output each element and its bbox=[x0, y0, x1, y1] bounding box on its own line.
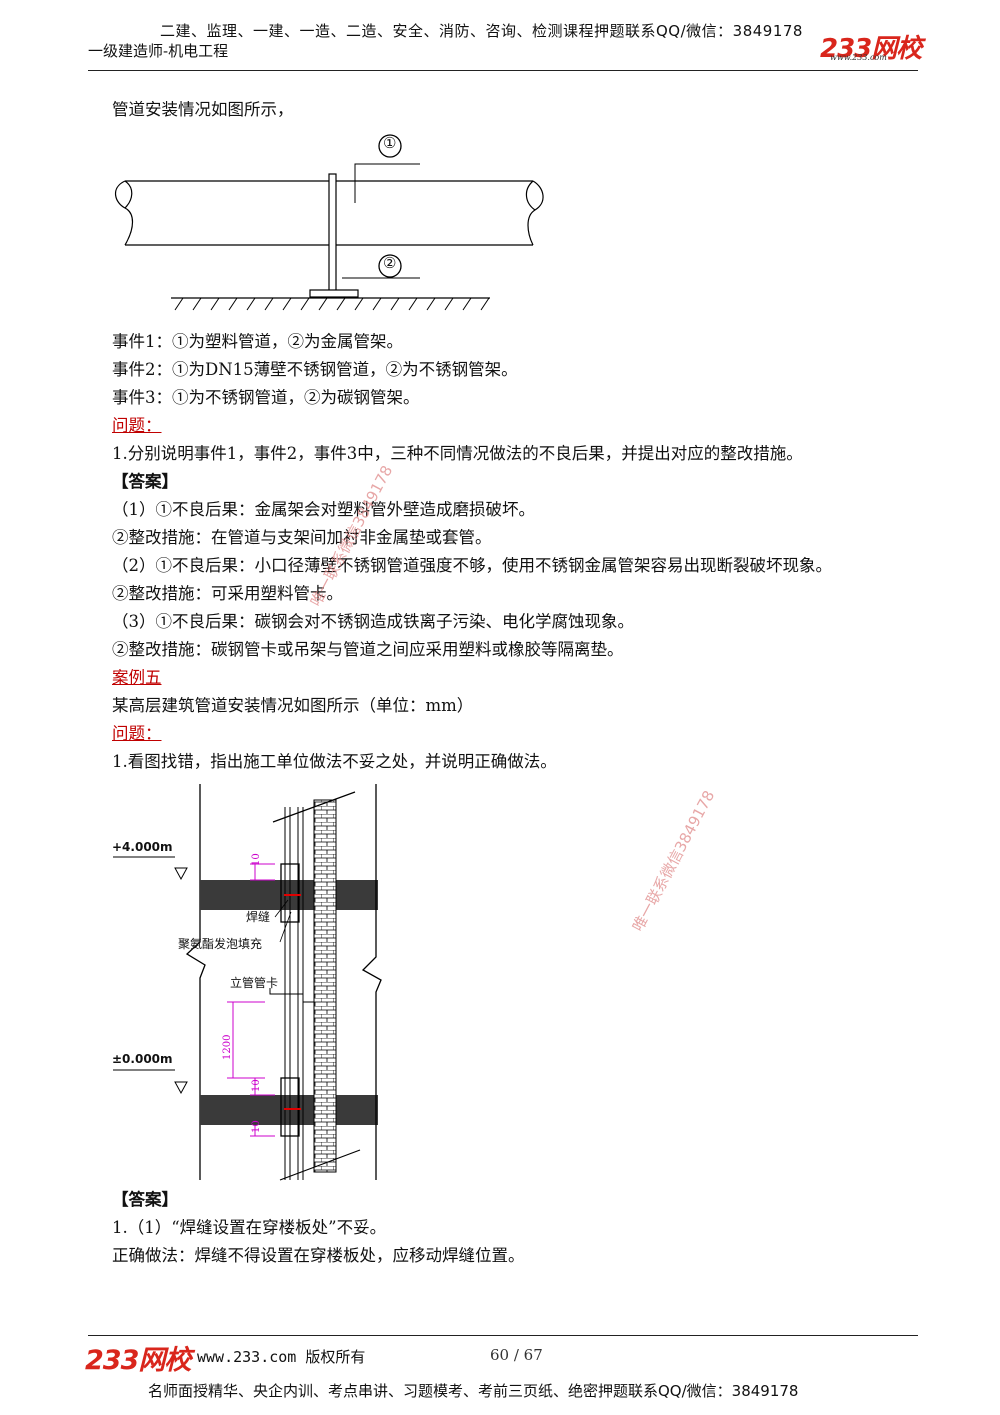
brand-logo-url: www.233.com bbox=[830, 53, 887, 62]
figure1-label-2: ② bbox=[383, 254, 397, 272]
answer-1-line-1: （1）①不良后果：金属架会对塑料管外壁造成磨损破坏。 bbox=[112, 500, 535, 519]
pipe-break-right bbox=[505, 180, 544, 246]
answer-heading-1: 【答案】 bbox=[112, 472, 178, 491]
watermark-2: 唯一联系微信3849178 bbox=[628, 787, 719, 935]
dim-1200: 1200 bbox=[222, 1034, 233, 1060]
riser-clamp-label: 立管管卡 bbox=[230, 976, 279, 990]
case-heading: 案例五 bbox=[112, 668, 162, 687]
footer-logo: 233网校 bbox=[85, 1345, 191, 1376]
question-heading-1: 问题： bbox=[112, 416, 162, 435]
riser-pipe-figure bbox=[113, 784, 382, 1181]
event-1: 事件1：①为塑料管道，②为金属管架。 bbox=[112, 332, 403, 351]
foam-fill-label: 聚氨酯发泡填充 bbox=[178, 937, 263, 951]
event-2: 事件2：①为DN15薄壁不锈钢管道，②为不锈钢管架。 bbox=[112, 360, 518, 379]
intro-text: 管道安装情况如图所示， bbox=[112, 100, 294, 119]
answer-1-line-2: ②整改措施：在管道与支架间加衬非金属垫或套管。 bbox=[112, 528, 492, 547]
brand-logo: 233网校 bbox=[820, 34, 922, 64]
answer-2-line-1: 1.（1）“焊缝设置在穿楼板处”不妥。 bbox=[112, 1218, 387, 1237]
question-heading-2: 问题： bbox=[112, 724, 162, 743]
footer-promo: 名师面授精华、央企内训、考点串讲、习题模考、考前三页纸、绝密押题联系QQ/微信：… bbox=[148, 1382, 799, 1400]
answer-1-line-6: ②整改措施：碳钢管卡或吊架与管道之间应采用塑料或橡胶等隔离垫。 bbox=[112, 640, 624, 659]
answer-1-line-4: ②整改措施：可采用塑料管卡。 bbox=[112, 584, 343, 603]
answer-1-line-3: （2）①不良后果：小口径薄壁不锈钢管道强度不够，使用不锈钢金属管架容易出现断裂破… bbox=[112, 556, 832, 575]
event-3: 事件3：①为不锈钢管道，②为碳钢管架。 bbox=[112, 388, 420, 407]
footer-copyright: www.233.com 版权所有 bbox=[197, 1348, 366, 1366]
header-subtitle: 一级建造师-机电工程 bbox=[88, 42, 229, 60]
page-number: 60 / 67 bbox=[490, 1346, 543, 1364]
dim-10-bottom: 10 bbox=[251, 1120, 262, 1133]
question-1: 1.分别说明事件1，事件2，事件3中，三种不同情况做法的不良后果，并提出对应的整… bbox=[112, 444, 803, 463]
pipe-support-figure bbox=[115, 134, 505, 311]
footer-divider bbox=[88, 1335, 918, 1336]
header-divider bbox=[88, 70, 918, 71]
weld-label: 焊缝 bbox=[246, 910, 271, 924]
header-promo-line: 二建、监理、一建、一造、二造、安全、消防、咨询、检测课程押题联系QQ/微信：38… bbox=[160, 22, 803, 40]
figure1-label-1: ① bbox=[383, 134, 397, 152]
question-2: 1.看图找错，指出施工单位做法不妥之处，并说明正确做法。 bbox=[112, 752, 557, 771]
elevation-top-label: +4.000m bbox=[112, 840, 173, 854]
answer-2-line-2: 正确做法：焊缝不得设置在穿楼板处，应移动焊缝位置。 bbox=[112, 1246, 525, 1265]
case-intro: 某高层建筑管道安装情况如图所示（单位：mm） bbox=[112, 696, 474, 715]
elevation-bottom-label: ±0.000m bbox=[112, 1052, 173, 1066]
dim-10-top: 10 bbox=[251, 853, 262, 866]
answer-heading-2: 【答案】 bbox=[112, 1190, 178, 1209]
answer-1-line-5: （3）①不良后果：碳钢会对不锈钢造成铁离子污染、电化学腐蚀现象。 bbox=[112, 612, 634, 631]
dim-10-mid: 10 bbox=[251, 1079, 262, 1092]
